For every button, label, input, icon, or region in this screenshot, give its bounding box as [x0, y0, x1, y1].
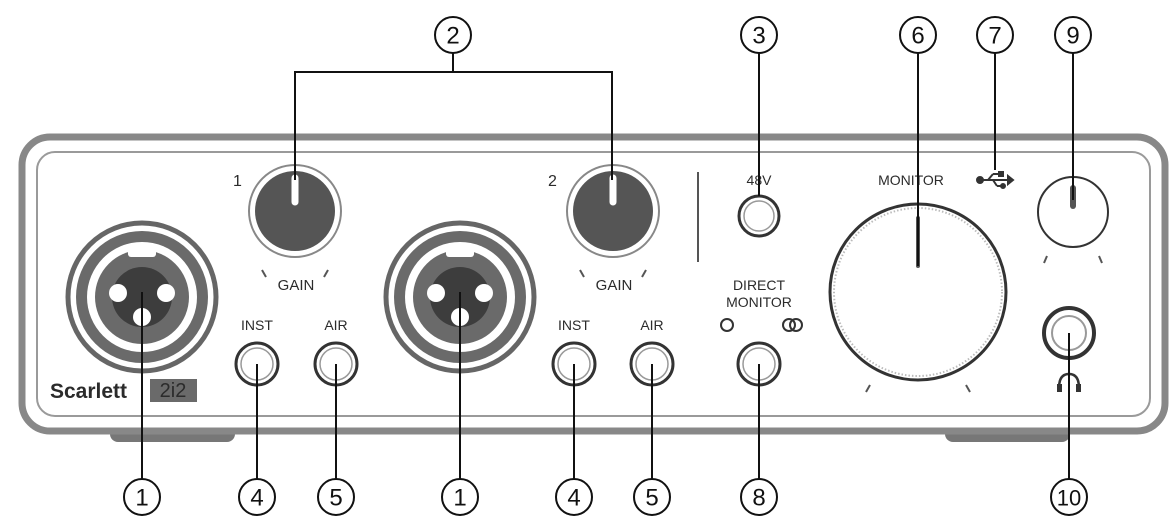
callout-7: 7: [976, 16, 1014, 54]
callout-6: 6: [899, 16, 937, 54]
monitor-label: MONITOR: [878, 172, 944, 188]
svg-text:10: 10: [1057, 486, 1081, 511]
monitor-tick-right: [965, 384, 971, 393]
headphone-tick-right: [1098, 255, 1103, 264]
direct-monitor-label-line1: DIRECT: [733, 277, 786, 293]
input-1-label: 1: [233, 173, 242, 190]
svg-text:8: 8: [752, 485, 765, 512]
direct-monitor-mono-icon: [720, 318, 734, 332]
brand-name: Scarlett: [50, 380, 127, 403]
direct-monitor-label-line2: MONITOR: [726, 294, 792, 310]
inst-1-label: INST: [241, 317, 273, 333]
model-badge: 2i2: [150, 379, 197, 402]
svg-text:9: 9: [1066, 23, 1079, 50]
svg-text:5: 5: [645, 485, 658, 512]
svg-text:5: 5: [329, 485, 342, 512]
air-2-label: AIR: [640, 317, 663, 333]
svg-text:4: 4: [250, 485, 263, 512]
callout-5-right: 5: [633, 478, 671, 516]
svg-text:3: 3: [752, 23, 765, 50]
gain-1-tick-right: [323, 269, 329, 278]
monitor-tick-left: [865, 384, 871, 393]
gain-knob-input-1[interactable]: [248, 164, 342, 258]
callout-8: 8: [740, 478, 778, 516]
input-2-label: 2: [548, 173, 557, 190]
svg-text:7: 7: [988, 23, 1001, 50]
callout-4-left: 4: [238, 478, 276, 516]
callout-2: 2: [434, 16, 472, 54]
inst-2-label: INST: [558, 317, 590, 333]
svg-text:1: 1: [135, 485, 148, 512]
callout-10: 10: [1050, 478, 1088, 516]
svg-text:6: 6: [911, 23, 924, 50]
air-1-label: AIR: [324, 317, 347, 333]
direct-monitor-stereo-icon: [782, 318, 803, 332]
gain-1-label: GAIN: [278, 277, 315, 294]
callout-leaders: [141, 52, 1074, 480]
gain-2-label: GAIN: [596, 277, 633, 294]
callout-1-right: 1: [441, 478, 479, 516]
callout-9: 9: [1054, 16, 1092, 54]
callout-5-left: 5: [317, 478, 355, 516]
callout-4-right: 4: [555, 478, 593, 516]
svg-text:1: 1: [453, 485, 466, 512]
headphone-tick-left: [1043, 255, 1048, 264]
gain-2-tick-right: [641, 269, 647, 278]
gain-1-tick-left: [261, 269, 267, 278]
callout-3: 3: [740, 16, 778, 54]
svg-text:4: 4: [567, 485, 580, 512]
callout-1-left: 1: [123, 478, 161, 516]
usb-icon: [976, 171, 1015, 189]
gain-2-tick-left: [579, 269, 585, 278]
svg-text:2: 2: [446, 23, 459, 50]
svg-text:2i2: 2i2: [160, 380, 187, 402]
phantom-power-button[interactable]: [737, 194, 781, 238]
